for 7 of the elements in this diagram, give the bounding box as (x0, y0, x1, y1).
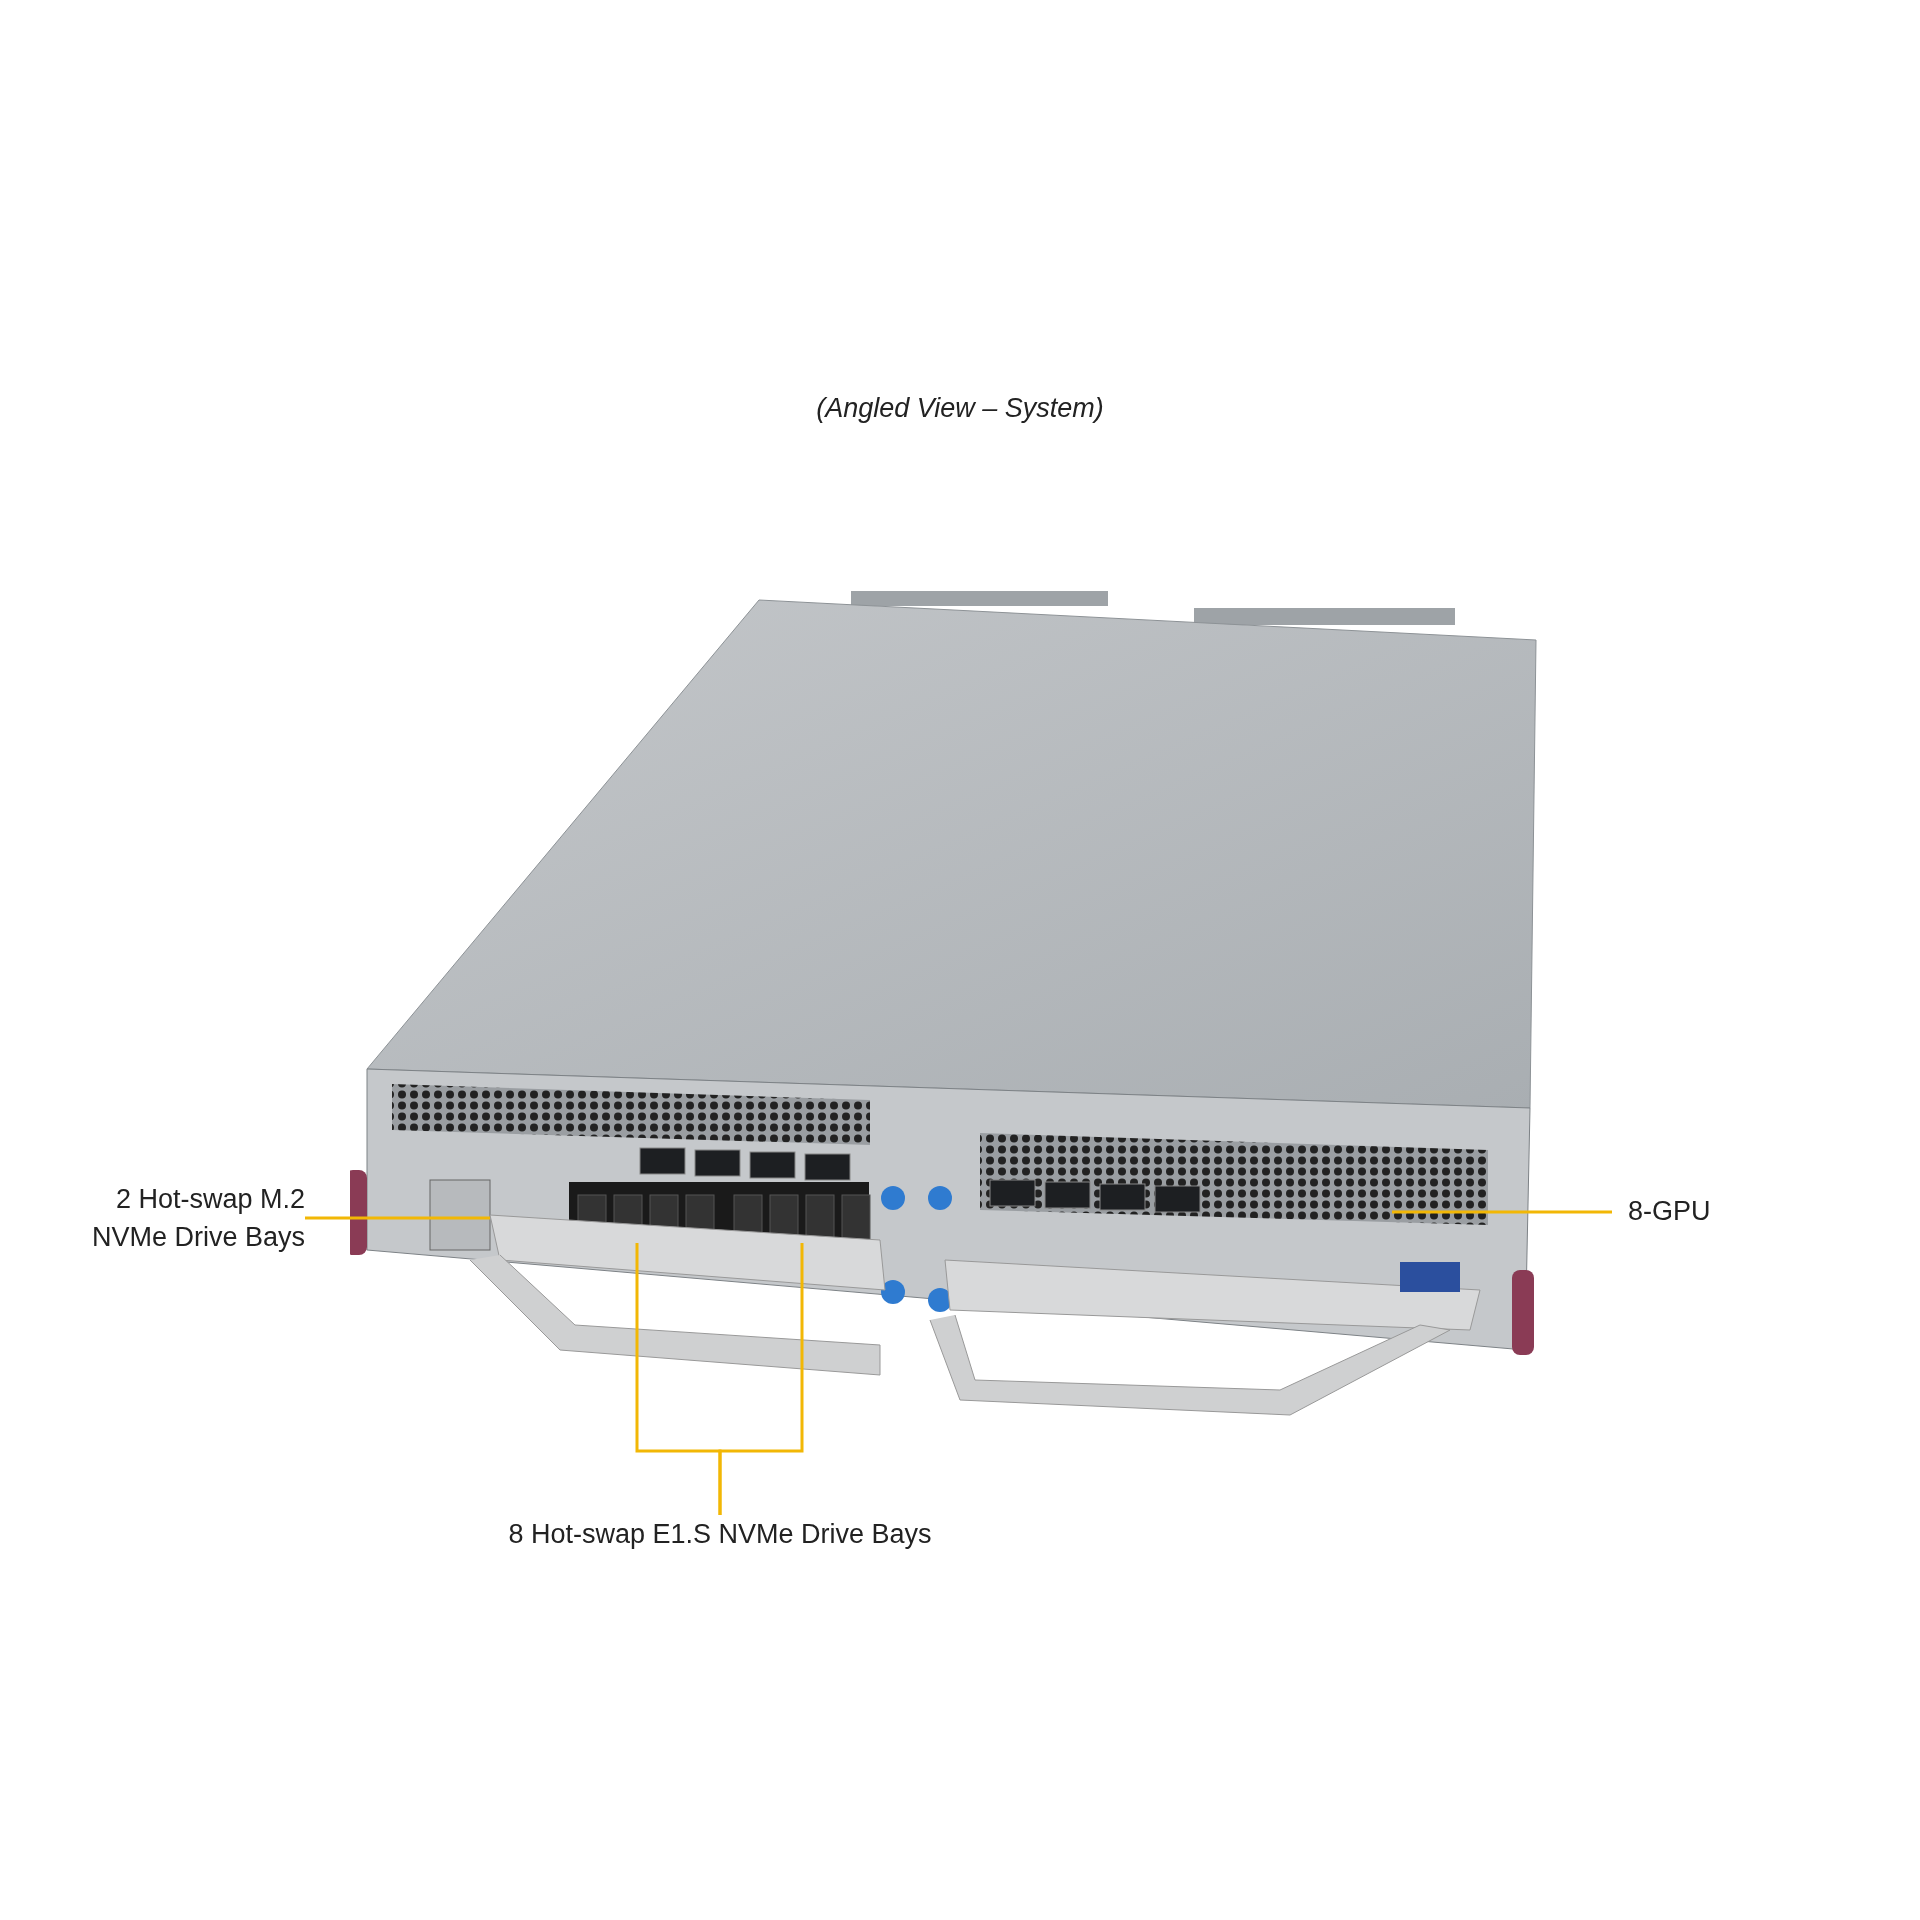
callout-label: 8-GPU (1628, 1195, 1712, 1228)
view-title: (Angled View – System) (815, 392, 1105, 425)
callout-label: 8 Hot-swap E1.S NVMe Drive Bays (507, 1518, 933, 1551)
leader-line (1392, 1210, 1612, 1214)
leader-line (718, 1243, 804, 1515)
leader-line (305, 1216, 490, 1220)
callout-label: 2 Hot-swap M.2 NVMe Drive Bays (90, 1183, 305, 1254)
